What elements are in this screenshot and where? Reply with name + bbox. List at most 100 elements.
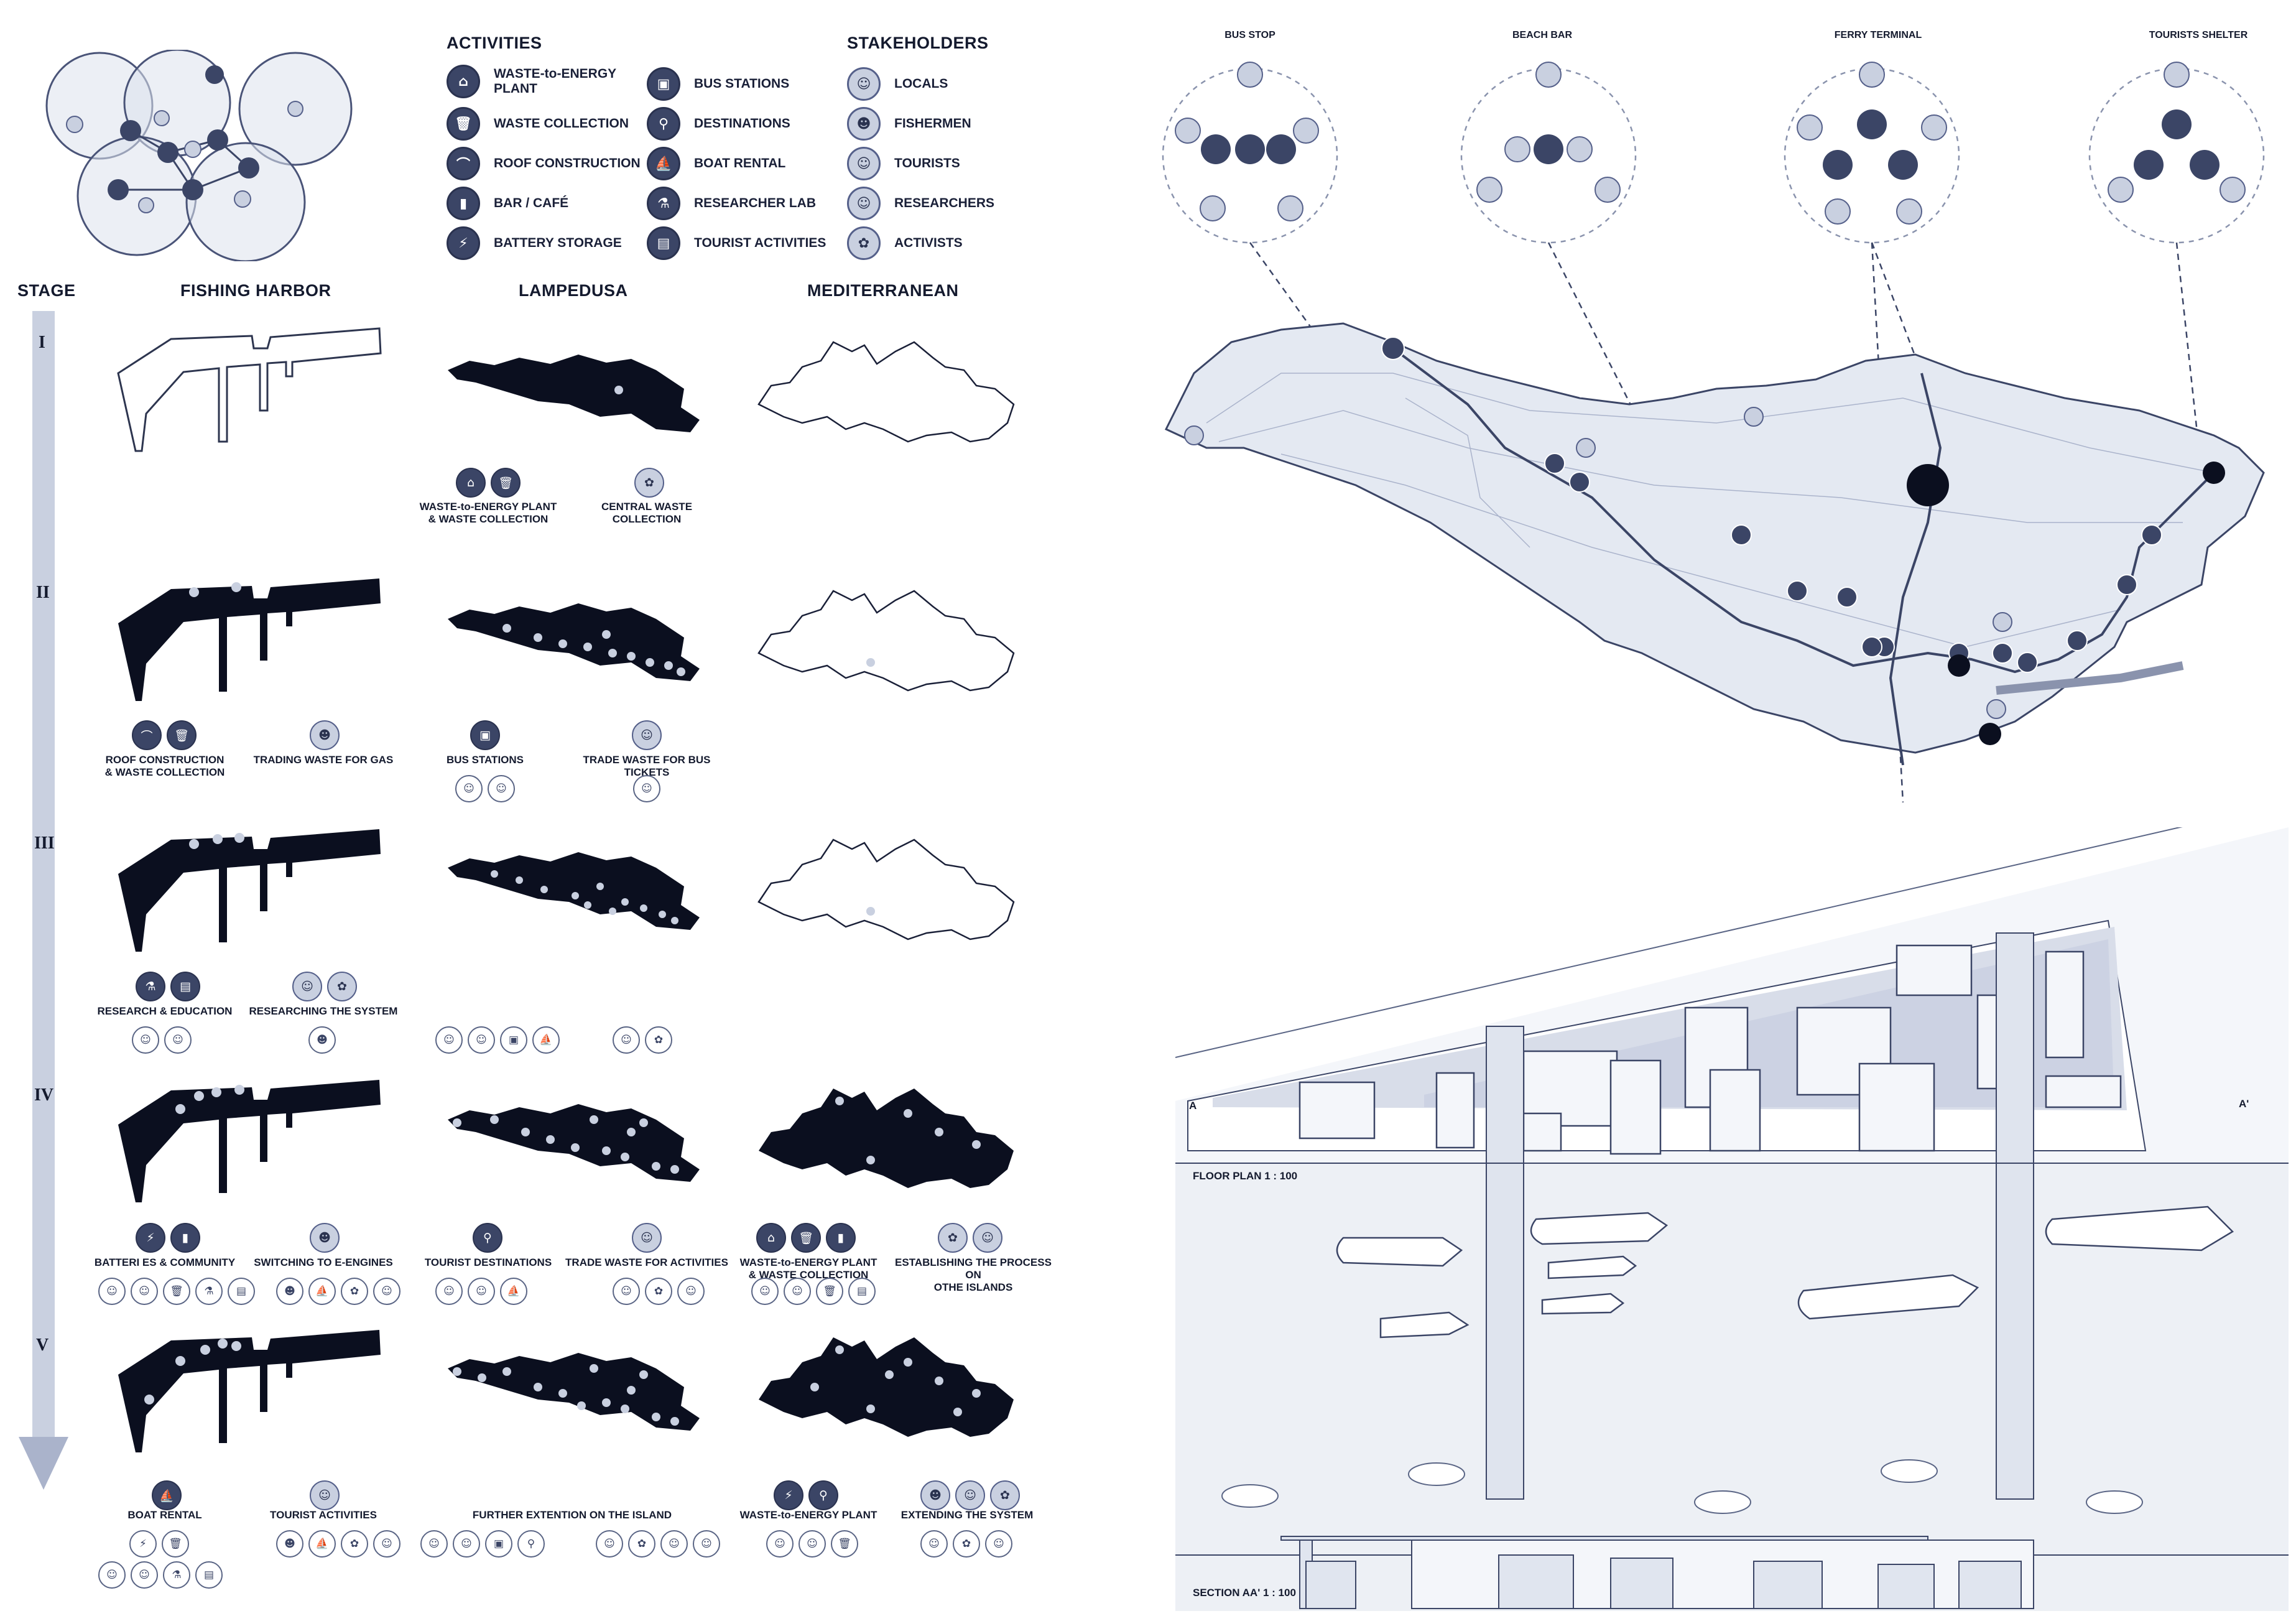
- boat-icon: ⛵: [532, 1026, 560, 1054]
- people-icon: ☺: [766, 1530, 794, 1558]
- activist-icon: ✿: [953, 1530, 980, 1558]
- icons-s3-harbor-a: ⚗ ▤: [136, 972, 200, 1001]
- bus-icon: ▣: [500, 1026, 527, 1054]
- icons-s5-med-a: ⚡⚲: [774, 1480, 838, 1510]
- bus-icon: ▣: [485, 1530, 512, 1558]
- icons-s2-lamp-a: ▣: [470, 720, 500, 750]
- mediterranean-stage-4: [759, 1089, 1014, 1188]
- activist-icon: ✿: [645, 1278, 672, 1305]
- lampedusa-stage-2: [448, 603, 700, 681]
- lampedusa-stage-5: [448, 1353, 700, 1431]
- tourist-icon: ☺: [847, 147, 881, 180]
- icons-s4-lamp-b-stakeholders: ☺✿☺: [613, 1278, 705, 1305]
- fisherman-icon: ☻: [276, 1278, 303, 1305]
- tourist-icon: ☺: [453, 1530, 480, 1558]
- bin-icon: 🗑: [791, 1223, 821, 1253]
- bottle-icon: ▮: [826, 1223, 856, 1253]
- activist-icon: ✿: [341, 1278, 368, 1305]
- legend-item-researcher-lab: ⚗ RESEARCHER LAB: [647, 187, 816, 220]
- researcher-icon: ☺: [973, 1223, 1002, 1253]
- icons-s2-lamp-a-stakeholders: ☺☺: [455, 775, 515, 802]
- people-icon: ☺: [98, 1278, 126, 1305]
- people-icon: ☺: [132, 1026, 159, 1054]
- legend-item-tourists: ☺ TOURISTS: [847, 147, 960, 180]
- bus-icon: ▣: [647, 67, 680, 101]
- stage-label-1: I: [39, 333, 45, 352]
- flask-icon: ⚗: [163, 1561, 190, 1589]
- icons-s4-lamp-a-stakeholders: ☺☺⛵: [435, 1278, 527, 1305]
- activist-icon: ✿: [645, 1026, 672, 1054]
- people-icon: ☺: [435, 1026, 463, 1054]
- activist-icon: ✿: [327, 972, 357, 1001]
- column-header-lampedusa: LAMPEDUSA: [519, 281, 628, 300]
- icons-s5-harbor-a-stakeholders: ⚡🗑: [129, 1530, 189, 1558]
- caption-s5-lamp: FURTHER EXTENTION ON THE ISLAND: [472, 1509, 672, 1521]
- mediterranean-stage-2: [757, 590, 1015, 692]
- caption-s4-med-b: ESTABLISHING THE PROCESS ON OTHE ISLANDS: [895, 1256, 1052, 1293]
- tourist-icon: ☺: [784, 1278, 811, 1305]
- pin-icon: ⚲: [647, 107, 680, 141]
- hub-label-bus-stop: BUS STOP: [1224, 30, 1275, 40]
- section-marker-a: A: [1189, 1100, 1197, 1112]
- lampedusa-stage-4: [448, 1104, 700, 1182]
- harbor-stage-1: [117, 327, 382, 452]
- people-icon: ☺: [420, 1530, 448, 1558]
- pin-icon: ⚲: [473, 1223, 502, 1253]
- tourist-icon: ☺: [131, 1278, 158, 1305]
- boat-icon: ⛵: [308, 1278, 336, 1305]
- flask-icon: ⚗: [647, 187, 680, 220]
- bin-icon: 🗑: [831, 1530, 858, 1558]
- stakeholder-venn-diagram: [45, 50, 353, 261]
- icons-s3-lamp-stakeholders-a: ☺☺▣⛵: [435, 1026, 560, 1054]
- tourist-icon: ☺: [799, 1530, 826, 1558]
- caption-s3-harbor-a: RESEARCH & EDUCATION: [97, 1005, 233, 1017]
- stage-label-2: II: [36, 583, 50, 602]
- harbor-stage-2: [118, 578, 381, 701]
- lampedusa-stage-1: [448, 355, 700, 432]
- icons-s5-harbor-b-stakeholders: ☻⛵✿☺: [276, 1530, 400, 1558]
- people-icon: ☺: [677, 1278, 705, 1305]
- caption-s2-harbor-a: ROOF CONSTRUCTION & WASTE COLLECTION: [104, 754, 225, 778]
- bottle-icon: ▮: [170, 1223, 200, 1253]
- icons-s4-med-a-stakeholders: ☺☺🗑▤: [751, 1278, 876, 1305]
- pin-icon: ⚲: [517, 1530, 545, 1558]
- stakeholders-title: STAKEHOLDERS: [847, 34, 989, 52]
- hub-label-ferry-terminal: FERRY TERMINAL: [1834, 30, 1922, 40]
- caption-s5-med-b: EXTENDING THE SYSTEM: [900, 1509, 1034, 1521]
- caption-s4-med-a: WASTE-to-ENERGY PLANT & WASTE COLLECTION: [739, 1256, 877, 1281]
- tourist-icon: ☺: [488, 775, 515, 802]
- tourist-icon: ☺: [164, 1026, 192, 1054]
- flask-icon: ⚗: [195, 1278, 223, 1305]
- researcher-icon: ☺: [847, 187, 881, 220]
- caption-s2-lamp-a: BUS STATIONS: [446, 754, 524, 766]
- bottle-icon: ▮: [447, 187, 480, 220]
- icons-s5-lamp-stakeholders-a: ☺☺▣⚲: [420, 1530, 545, 1558]
- bin-icon: 🗑: [163, 1278, 190, 1305]
- hub-label-tourists-shelter: TOURISTS SHELTER: [2149, 30, 2248, 40]
- icons-s5-lamp-stakeholders-b: ☺✿☺☺: [596, 1530, 720, 1558]
- mediterranean-stage-5: [759, 1337, 1014, 1437]
- caption-s5-harbor-a: BOAT RENTAL: [127, 1509, 202, 1521]
- icons-s3-lamp-stakeholders-b: ☺✿: [613, 1026, 672, 1054]
- stage-label-5: V: [36, 1335, 49, 1355]
- bin-icon: 🗑: [447, 107, 480, 141]
- activities-title: ACTIVITIES: [447, 34, 542, 52]
- flask-icon: ⚗: [136, 972, 165, 1001]
- caption-s4-harbor-b: SWITCHING TO E-ENGINES: [254, 1256, 393, 1268]
- legend-item-tourist-activities: ▤ TOURIST ACTIVITIES: [647, 226, 826, 260]
- legend-item-waste-collection: 🗑 WASTE COLLECTION: [447, 107, 629, 141]
- lampedusa-stage-3: [448, 852, 700, 930]
- ticket-icon: ▤: [647, 226, 680, 260]
- legend-item-bus-stations: ▣ BUS STATIONS: [647, 67, 789, 101]
- researcher-icon: ☺: [955, 1480, 985, 1510]
- island-map: [1162, 62, 2265, 803]
- caption-s5-med-a: WASTE-to-ENERGY PLANT: [739, 1509, 877, 1521]
- bin-icon: 🗑: [491, 468, 521, 498]
- stage-label-4: IV: [34, 1085, 54, 1105]
- legend-item-boat-rental: ⛵ BOAT RENTAL: [647, 147, 785, 180]
- pin-icon: ⚲: [808, 1480, 838, 1510]
- tourist-icon: ☺: [310, 1480, 340, 1510]
- people-icon: ☺: [751, 1278, 779, 1305]
- icons-s5-harbor-a: ⛵: [152, 1480, 182, 1510]
- mediterranean-stage-3: [757, 838, 1015, 940]
